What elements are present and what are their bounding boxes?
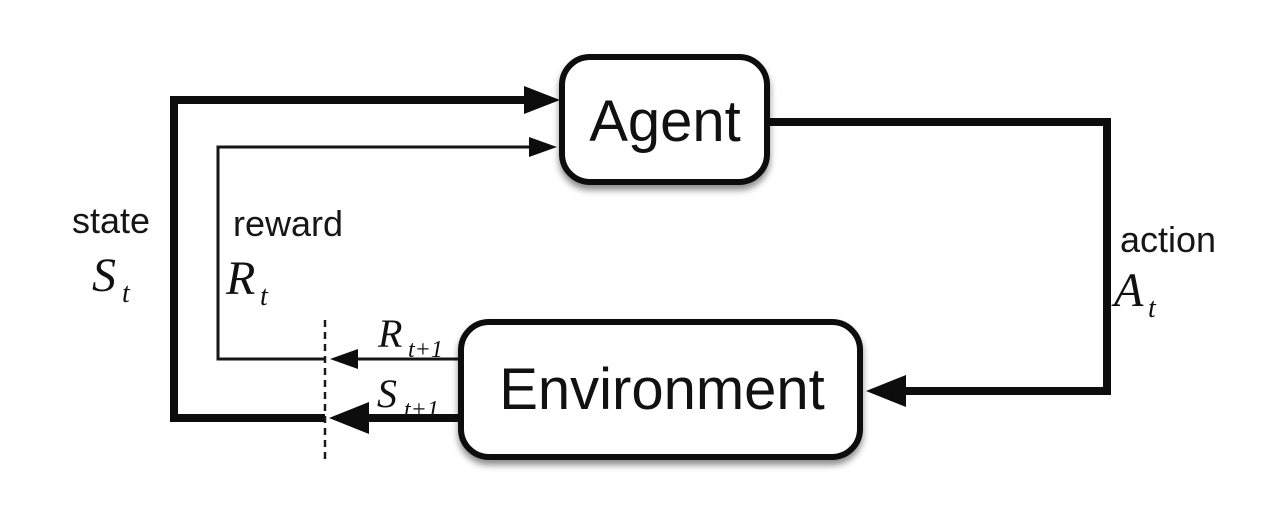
edge-state-loop bbox=[170, 96, 528, 422]
next-reward-arrowhead-icon bbox=[330, 349, 358, 369]
reward-symbol: R bbox=[225, 252, 255, 305]
edge-action-loop bbox=[766, 118, 1111, 395]
reward-arrowhead-icon bbox=[529, 137, 557, 157]
action-symbol: A bbox=[1111, 264, 1144, 317]
action-symbol-subscript: t bbox=[1148, 293, 1157, 324]
next-reward-symbol: R bbox=[377, 311, 402, 356]
next-state-arrowhead-icon bbox=[329, 402, 369, 434]
next-state-symbol: S bbox=[377, 371, 397, 416]
state-word-label: state bbox=[72, 200, 150, 241]
next-reward-symbol-subscript: t+1 bbox=[408, 337, 443, 363]
edge-reward-loop bbox=[216, 145, 532, 361]
state-symbol-subscript: t bbox=[122, 278, 131, 309]
reward-symbol-subscript: t bbox=[260, 281, 269, 312]
action-arrowhead-icon bbox=[866, 375, 906, 407]
state-symbol: S bbox=[92, 249, 116, 302]
environment-node-box bbox=[458, 319, 863, 460]
state-arrowhead-icon bbox=[524, 86, 560, 114]
environment-node-label: Environment bbox=[499, 357, 825, 422]
next-state-symbol-subscript: t+1 bbox=[404, 397, 439, 423]
agent-node-label: Agent bbox=[589, 89, 741, 154]
reward-word-label: reward bbox=[233, 203, 343, 244]
agent-node-box bbox=[559, 54, 770, 185]
action-word-label: action bbox=[1120, 219, 1216, 260]
